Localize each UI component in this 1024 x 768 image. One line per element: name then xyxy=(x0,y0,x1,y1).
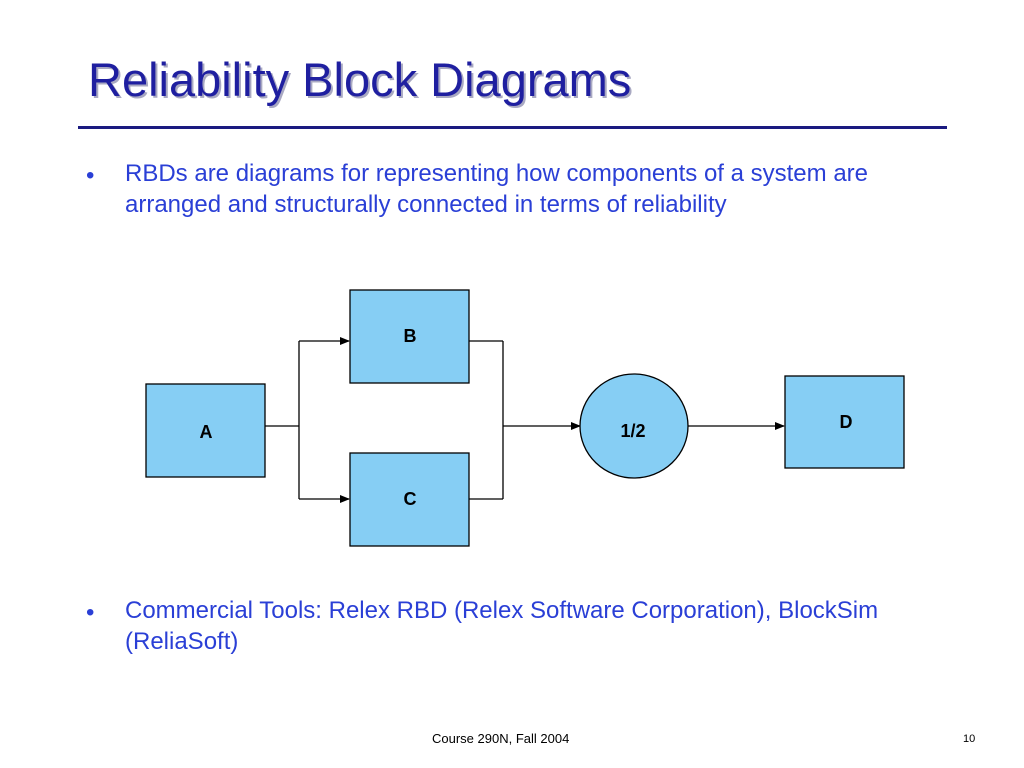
bullet-marker-1: • xyxy=(86,162,95,189)
bullet-text-1: RBDs are diagrams for representing how c… xyxy=(125,160,869,218)
bullet-marker-2: • xyxy=(86,599,95,626)
block-b xyxy=(349,289,470,384)
title-underline xyxy=(78,126,947,129)
block-c xyxy=(349,452,470,547)
voter-node-label: 1/2 xyxy=(620,421,645,441)
block-d-label: D xyxy=(840,412,853,432)
block-a-label: A xyxy=(200,422,213,442)
page-number: 10 xyxy=(963,733,976,745)
block-d xyxy=(784,375,905,469)
voter-node xyxy=(579,373,689,479)
connector-lines xyxy=(265,337,785,503)
block-b-label: B xyxy=(404,326,417,346)
block-a xyxy=(145,383,266,478)
block-c-label: C xyxy=(404,489,417,509)
footer-course: Course 290N, Fall 2004 xyxy=(432,731,570,746)
slide-title: Reliability Block Diagrams xyxy=(88,53,632,106)
bullet-text-2: Commercial Tools: Relex RBD (Relex Softw… xyxy=(125,597,879,655)
